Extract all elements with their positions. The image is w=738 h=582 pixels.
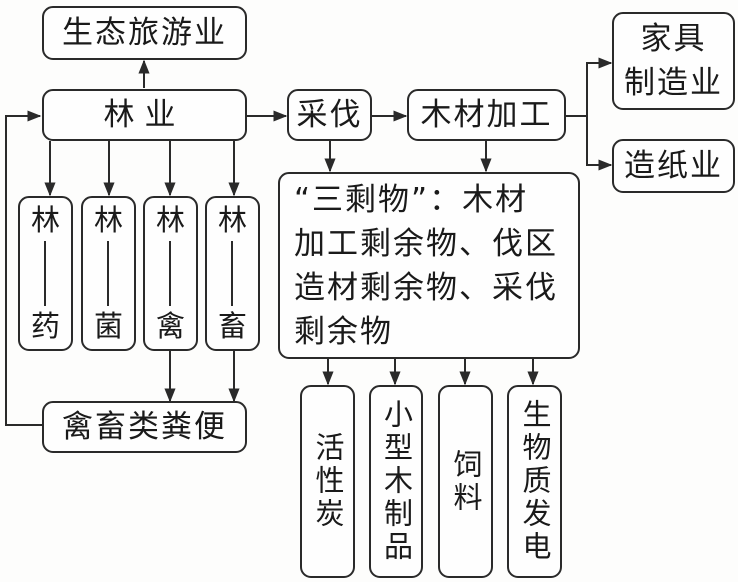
wood-processing-label: 木材加工: [420, 96, 553, 133]
sub-mode-bottom: 禽: [155, 309, 185, 343]
product-box: 饲料: [438, 385, 493, 578]
manure-label: 禽畜类粪便: [62, 408, 227, 445]
sub-mode-bottom: 药: [30, 309, 60, 343]
paper-label: 造纸业: [624, 147, 723, 184]
forestry-label: 林业: [103, 96, 186, 133]
furniture-box: 家具 制造业: [612, 12, 735, 110]
arrow-processing-to-furniture: [586, 57, 613, 116]
product-box: 生物质发电: [507, 385, 562, 578]
product-label: 生物质发电: [518, 399, 552, 564]
product-box: 小型木制品: [369, 385, 423, 578]
sub-mode-top: 林: [30, 203, 60, 237]
sub-mode-box: 林菌: [81, 196, 136, 351]
sub-mode-dash: [231, 241, 234, 306]
sub-mode-dash: [107, 241, 110, 306]
sub-mode-box: 林畜: [205, 196, 260, 351]
sub-mode-top: 林: [93, 203, 123, 237]
sub-mode-box: 林药: [18, 196, 73, 351]
forestry-box: 林业: [42, 89, 247, 141]
manure-box: 禽畜类粪便: [42, 401, 247, 453]
sub-mode-bottom: 畜: [217, 309, 247, 343]
sub-mode-bottom: 菌: [93, 309, 123, 343]
sub-mode-dash: [169, 241, 172, 306]
eco-tourism-label: 生态旅游业: [62, 14, 227, 51]
sub-mode-top: 林: [217, 203, 247, 237]
product-label: 活性炭: [311, 432, 345, 531]
sub-mode-box: 林禽: [143, 196, 198, 351]
sub-mode-top: 林: [155, 203, 185, 237]
logging-box: 采伐: [287, 89, 372, 141]
residues-label: “三剩物”：木材 加工剩余物、伐区 造材剩余物、采伐 剩余物: [294, 181, 558, 350]
sub-mode-dash: [44, 241, 47, 306]
product-label: 饲料: [449, 448, 483, 515]
wood-processing-box: 木材加工: [407, 89, 566, 141]
product-label: 小型木制品: [379, 399, 414, 564]
product-box: 活性炭: [300, 385, 355, 578]
residues-box: “三剩物”：木材 加工剩余物、伐区 造材剩余物、采伐 剩余物: [278, 172, 580, 359]
arrow-processing-to-paper: [586, 116, 613, 171]
arrow-manure-to-forestry: [5, 110, 42, 426]
eco-tourism-box: 生态旅游业: [42, 6, 247, 60]
furniture-label: 家具 制造业: [624, 21, 723, 101]
paper-box: 造纸业: [612, 139, 735, 193]
logging-label: 采伐: [296, 96, 363, 133]
